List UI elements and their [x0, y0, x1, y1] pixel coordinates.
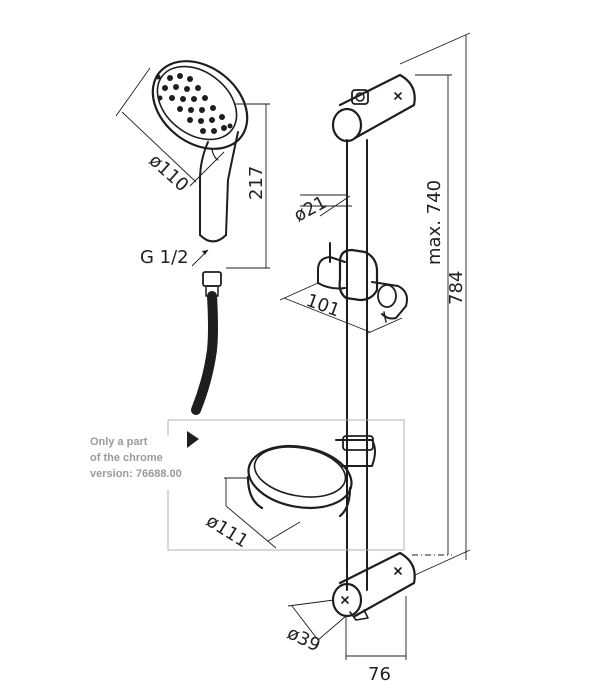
thread-label: G 1/2: [140, 247, 189, 268]
slider-depth-label: 101: [303, 290, 342, 321]
bottom-wall-bracket: [331, 551, 416, 621]
dim-bracket-diameter: ø39: [284, 599, 347, 657]
dim-handle-length: 217: [226, 103, 270, 269]
shower-hose: [191, 271, 222, 415]
soap-dish-diameter-label: ø111: [202, 510, 252, 552]
max-length-label: max. 740: [424, 180, 445, 265]
dim-rail-diameter: ø21: [290, 192, 352, 226]
dim-soap-dish: ø111: [202, 477, 301, 552]
chrome-version-note: Only a part of the chrome version: 76688…: [90, 419, 405, 551]
dim-thread: G 1/2: [140, 247, 209, 268]
top-wall-bracket: [331, 73, 416, 143]
dim-head-diameter: ø110: [115, 67, 225, 196]
hand-shower: [151, 60, 249, 243]
note-pointer-arrow: [187, 431, 199, 448]
head-diameter-label: ø110: [145, 150, 193, 196]
bracket-diameter-label: ø39: [284, 623, 324, 657]
slide-rail: [346, 139, 368, 591]
note-frame: [167, 419, 405, 551]
note-line-3: version: 76688.00: [90, 468, 182, 480]
dim-max-length: max. 740: [412, 74, 452, 556]
note-line-1: Only a part: [90, 436, 148, 448]
dim-wall-offset: 76: [345, 596, 407, 685]
rail-diameter-label: ø21: [290, 192, 330, 226]
soap-dish: [246, 435, 376, 518]
total-length-label: 784: [446, 271, 467, 305]
shower-slider: [317, 242, 408, 323]
dim-total-length: 784: [399, 32, 471, 576]
nozzle-pattern: [155, 73, 233, 134]
handle-length-label: 217: [246, 166, 267, 200]
wall-offset-label: 76: [368, 664, 391, 685]
note-line-2: of the chrome: [90, 452, 163, 464]
